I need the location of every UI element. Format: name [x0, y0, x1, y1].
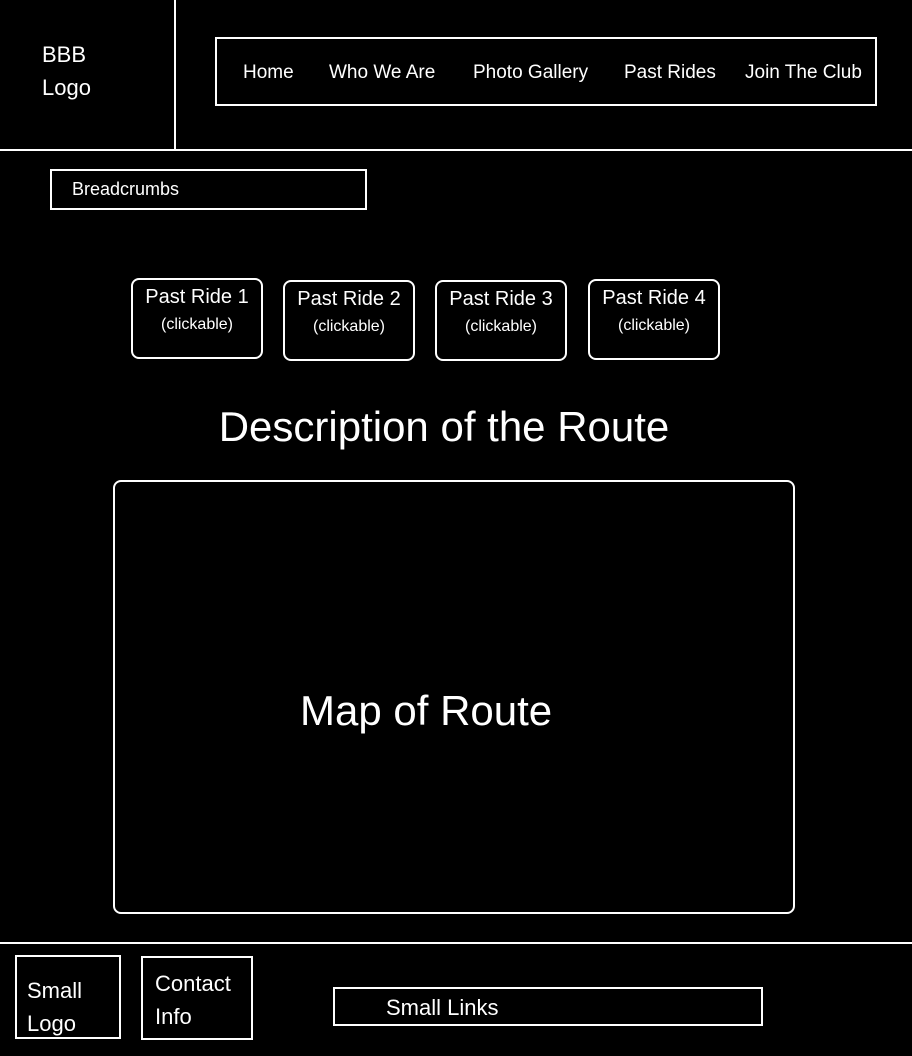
past-ride-2-button[interactable]: Past Ride 2 (clickable) [283, 280, 415, 361]
logo-line-1: BBB [42, 42, 87, 67]
ride-note: (clickable) [160, 316, 233, 333]
nav-who-we-are[interactable]: Who We Are [329, 62, 436, 83]
ride-title: Past Ride 4 [602, 287, 706, 309]
past-ride-4-button[interactable]: Past Ride 4 (clickable) [588, 279, 720, 360]
past-ride-1-button[interactable]: Past Ride 1 (clickable) [131, 278, 263, 359]
contact-line-2: Info [155, 1004, 192, 1029]
route-description-heading: Description of the Route [218, 403, 670, 450]
ride-title: Past Ride 2 [297, 288, 401, 310]
contact-line-1: Contact [155, 971, 231, 996]
footer-small-links[interactable]: Small Links [333, 987, 763, 1026]
map-label: Map of Route [300, 687, 553, 734]
breadcrumb-label: Breadcrumbs [72, 179, 180, 199]
ride-title: Past Ride 1 [145, 286, 249, 308]
nav-photo-gallery[interactable]: Photo Gallery [473, 62, 589, 83]
ride-note: (clickable) [464, 318, 537, 335]
breadcrumb[interactable]: Breadcrumbs [50, 169, 367, 210]
footer-contact-info[interactable]: Contact Info [141, 956, 253, 1040]
footer-divider [0, 942, 912, 944]
ride-note: (clickable) [312, 318, 385, 335]
nav-past-rides[interactable]: Past Rides [624, 62, 716, 83]
ride-note: (clickable) [617, 317, 690, 334]
small-logo-line-1: Small [27, 978, 83, 1003]
header-divider-horizontal [0, 149, 912, 151]
nav-join-the-club[interactable]: Join The Club [745, 62, 862, 83]
footer-small-logo[interactable]: Small Logo [15, 955, 121, 1039]
small-links-label: Small Links [386, 995, 499, 1020]
header-divider-vertical [174, 0, 176, 151]
past-ride-3-button[interactable]: Past Ride 3 (clickable) [435, 280, 567, 361]
bbb-logo[interactable]: BBB Logo [42, 38, 91, 104]
small-logo-line-2: Logo [27, 1011, 76, 1036]
logo-line-2: Logo [42, 75, 91, 100]
main-nav: Home Who We Are Photo Gallery Past Rides… [215, 37, 877, 106]
route-map[interactable]: Map of Route [113, 480, 795, 914]
ride-title: Past Ride 3 [449, 288, 553, 310]
nav-home[interactable]: Home [243, 62, 294, 83]
